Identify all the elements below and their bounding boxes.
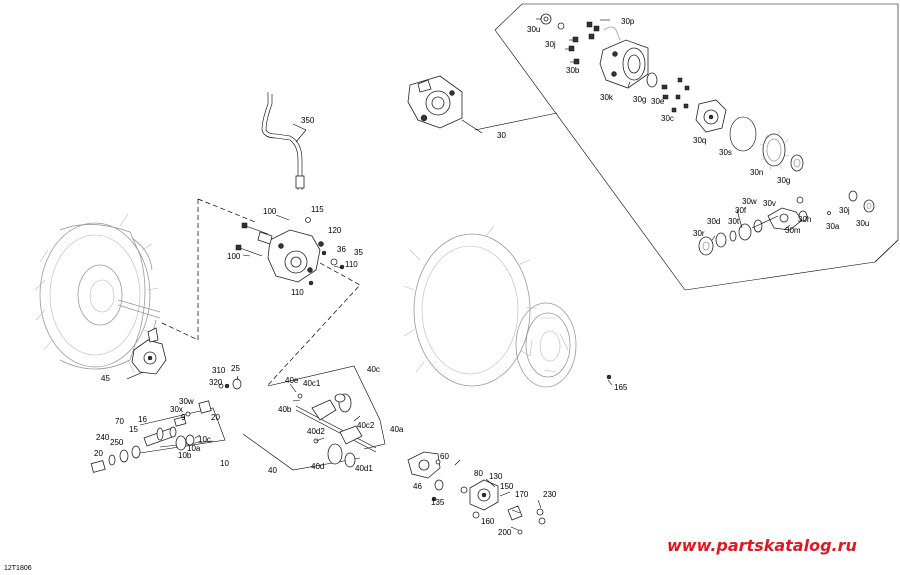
callout-230: 230 (543, 490, 557, 499)
wheel-to-gearbox-dashed-frame (159, 198, 361, 386)
callout-80: 80 (474, 469, 483, 478)
callout-40d2: 40d2 (307, 427, 325, 436)
callout-30f: 30f (735, 206, 747, 215)
callout-100-upper: 100 (263, 207, 277, 216)
callout-40c2: 40c2 (357, 421, 375, 430)
callout-30w-left: 30w (179, 397, 194, 406)
callout-36: 36 (337, 245, 346, 254)
callout-45: 45 (101, 374, 110, 383)
callout-30h: 30h (798, 215, 811, 224)
callout-70: 70 (115, 417, 124, 426)
callout-30k: 30k (600, 93, 614, 102)
callout-10: 10 (220, 459, 229, 468)
callout-320: 320 (209, 378, 223, 387)
differential-group-frame (474, 3, 899, 291)
callout-120: 120 (328, 226, 342, 235)
callout-115: 115 (311, 205, 324, 214)
hub-brake-group (407, 451, 546, 535)
right-wheel-tire-outline (403, 225, 612, 388)
callout-30g-low: 30g (777, 176, 790, 185)
callout-130: 130 (489, 472, 503, 481)
differential-internals (540, 13, 804, 172)
callout-135: 135 (431, 498, 445, 507)
callout-30e: 30e (651, 97, 665, 106)
callout-20-lower: 20 (94, 449, 103, 458)
callout-30u-top: 30u (527, 25, 540, 34)
front-gearbox (257, 229, 321, 283)
callout-165: 165 (614, 383, 628, 392)
callout-40b: 40b (278, 405, 292, 414)
callout-200: 200 (498, 528, 512, 537)
callout-30q: 30q (693, 136, 706, 145)
callout-310: 310 (212, 366, 226, 375)
callout-30a: 30a (826, 222, 840, 231)
callout-40d: 40d (311, 462, 324, 471)
pinion-shaft-group (698, 190, 875, 256)
callout-25: 25 (231, 364, 240, 373)
callout-40c: 40c (367, 365, 380, 374)
callout-46: 46 (413, 482, 422, 491)
callout-40: 40 (268, 466, 277, 475)
callout-30: 30 (497, 131, 506, 140)
callout-30v: 30v (763, 199, 776, 208)
leader-lines (126, 18, 791, 531)
callout-350: 350 (301, 116, 315, 125)
callout-110-lower: 110 (291, 288, 304, 297)
callout-30s: 30s (719, 148, 732, 157)
driveshaft-parts (295, 393, 377, 468)
callout-30n: 30n (750, 168, 763, 177)
callout-labels: 30p 30u 30j 30b 30k 30g 30e 30c 30q 30s … (94, 17, 869, 537)
callout-10b: 10b (178, 451, 192, 460)
callout-30w-right: 30w (742, 197, 757, 206)
callout-30x: 30x (170, 405, 183, 414)
gearbox-fasteners (235, 217, 345, 286)
callout-16: 16 (138, 415, 147, 424)
callout-35: 35 (354, 248, 363, 257)
callout-150: 150 (500, 482, 514, 491)
differential-housing-assembly (407, 75, 463, 129)
vent-tube-350 (261, 92, 307, 190)
callout-30j-right: 30j (839, 206, 850, 215)
callout-30m: 30m (785, 226, 801, 235)
callout-240: 240 (96, 433, 110, 442)
callout-40c1: 40c1 (303, 379, 321, 388)
watermark: www.partskatalog.ru (667, 536, 857, 555)
callout-160: 160 (481, 517, 495, 526)
callout-40d1: 40d1 (355, 464, 373, 473)
callout-30j-top: 30j (545, 40, 556, 49)
callout-30r: 30r (693, 229, 705, 238)
callout-10c: 10c (198, 435, 211, 444)
callout-9: 9 (181, 413, 186, 422)
steering-knuckle-45 (131, 327, 167, 375)
callout-15: 15 (129, 425, 138, 434)
drawing-code: 12T1806 (4, 565, 32, 572)
callout-30d: 30d (707, 217, 720, 226)
callout-30t: 30t (728, 217, 740, 226)
callout-30g-top: 30g (633, 95, 646, 104)
callout-30c: 30c (661, 114, 674, 123)
callout-250: 250 (110, 438, 124, 447)
callout-30b: 30b (566, 66, 580, 75)
callout-40a: 40a (390, 425, 404, 434)
output-shaft-parts (90, 378, 242, 473)
callout-110-right: 110 (345, 260, 358, 269)
callout-170: 170 (515, 490, 529, 499)
callout-20-upper: 20 (211, 413, 220, 422)
callout-30u-right: 30u (856, 219, 869, 228)
callout-60: 60 (440, 452, 449, 461)
callout-10a: 10a (187, 444, 201, 453)
callout-40e: 40e (285, 376, 299, 385)
callout-100-lower: 100 (227, 252, 241, 261)
callout-30p: 30p (621, 17, 635, 26)
